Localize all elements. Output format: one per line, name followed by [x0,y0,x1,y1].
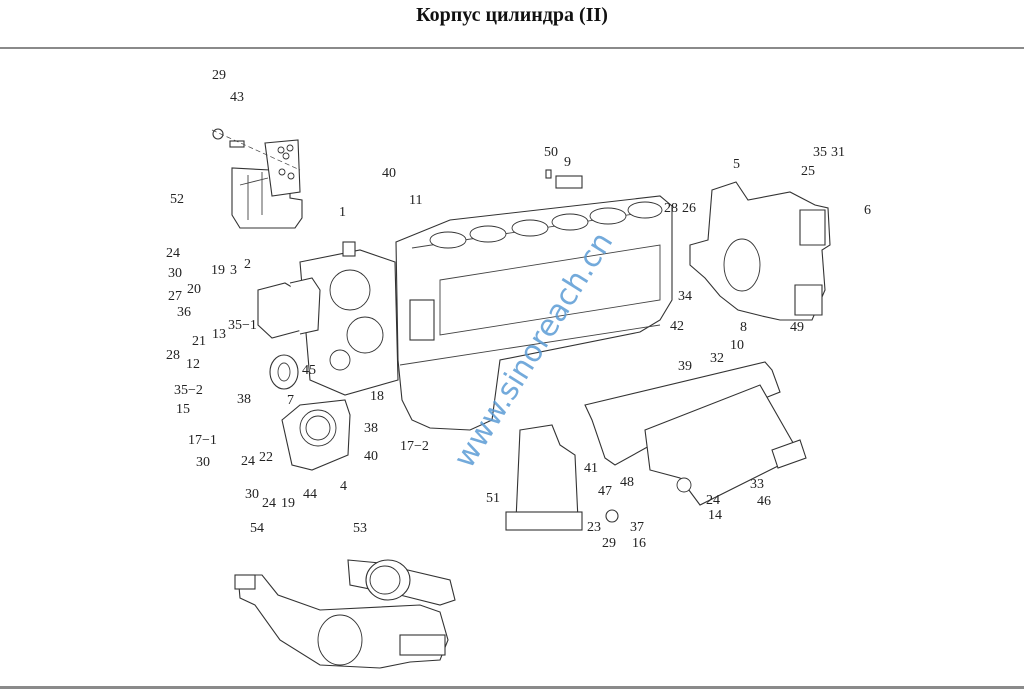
callout-35: 35 [813,145,827,160]
callout-37: 37 [630,520,644,535]
seal-7 [269,354,299,390]
callout-29b: 29 [602,536,616,551]
callout-28b: 28 [664,201,678,216]
callout-24: 24 [166,246,180,261]
callout-3: 3 [230,263,237,278]
callout-17-2: 17−2 [400,439,429,454]
front-plate-1 [299,241,399,396]
page-title: Корпус цилиндра (II) [416,4,608,26]
callout-30b: 30 [196,455,210,470]
callout-28: 28 [166,348,180,363]
callout-13: 13 [212,327,226,342]
callout-45: 45 [302,363,316,378]
mount-54 [234,574,449,669]
callout-52: 52 [170,192,184,207]
callout-39: 39 [678,359,692,374]
callout-32: 32 [710,351,724,366]
callout-26: 26 [682,201,696,216]
callout-40: 40 [382,166,396,181]
cover-plate-3 [257,277,321,339]
bracket-52 [211,128,303,229]
callout-7: 7 [287,393,294,408]
callout-18: 18 [370,389,384,404]
callout-47: 47 [598,484,612,499]
rear-cover-4 [281,399,351,471]
callout-50: 50 [544,145,558,160]
top-divider [0,47,1024,49]
callout-43: 43 [230,90,244,105]
callout-12: 12 [186,357,200,372]
callout-53: 53 [353,521,367,536]
callout-48: 48 [620,475,634,490]
callout-54: 54 [250,521,264,536]
callout-25: 25 [801,164,815,179]
callout-24c: 24 [262,496,276,511]
callout-40b: 40 [364,449,378,464]
callout-29: 29 [212,68,226,83]
callout-15: 15 [176,402,190,417]
callout-36: 36 [177,305,191,320]
callout-27: 27 [168,289,182,304]
callout-17-1: 17−1 [188,433,217,448]
callout-2: 2 [244,257,251,272]
callout-19b: 19 [281,496,295,511]
callout-10: 10 [730,338,744,353]
callout-30c: 30 [245,487,259,502]
callout-20: 20 [187,282,201,297]
plate-9 [545,169,583,189]
callout-34: 34 [678,289,692,304]
callout-42: 42 [670,319,684,334]
callout-33: 33 [750,477,764,492]
callout-51: 51 [486,491,500,506]
bottom-divider [0,686,1024,689]
callout-30: 30 [168,266,182,281]
callout-38b: 38 [364,421,378,436]
callout-31: 31 [831,145,845,160]
mount-53 [347,559,456,606]
callout-24b: 24 [241,454,255,469]
callout-23: 23 [587,520,601,535]
oil-pan-47 [584,361,807,506]
callout-38: 38 [237,392,251,407]
engine-block-11 [395,195,673,431]
callout-labels: 29 43 52 1 40 11 24 19 3 2 30 27 20 36 1… [166,68,871,551]
callout-22: 22 [259,450,273,465]
callout-21: 21 [192,334,206,349]
callout-6: 6 [864,203,871,218]
flywheel-housing-5 [689,181,831,321]
callout-16: 16 [632,536,646,551]
bracket-51 [505,424,619,531]
callout-35-2: 35−2 [174,383,203,398]
callout-19: 19 [211,263,225,278]
callout-35-1: 35−1 [228,318,257,333]
callout-44: 44 [303,487,317,502]
callout-14: 14 [708,508,722,523]
callout-11: 11 [409,193,422,208]
callout-1: 1 [339,205,346,220]
callout-46: 46 [757,494,771,509]
callout-41: 41 [584,461,598,476]
callout-49: 49 [790,320,804,335]
callout-4: 4 [340,479,347,494]
callout-8: 8 [740,320,747,335]
callout-5: 5 [733,157,740,172]
callout-9: 9 [564,155,571,170]
callout-24d: 24 [706,493,720,508]
